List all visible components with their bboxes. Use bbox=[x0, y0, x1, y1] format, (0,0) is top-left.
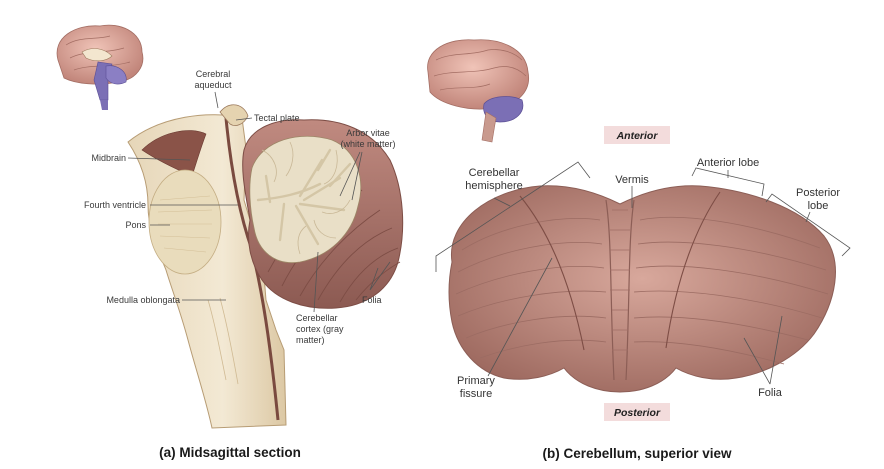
anterior-label: Anterior bbox=[616, 130, 659, 142]
panel-a-leaders bbox=[127, 91, 391, 313]
leader-cerebral-aqueduct bbox=[214, 91, 219, 109]
label-cerebellar-hemisphere-line1: Cerebellar bbox=[469, 167, 520, 179]
thumbnail-brain-b bbox=[427, 39, 529, 143]
label-cerebellar-hemisphere-line2: hemisphere bbox=[465, 180, 522, 192]
label-posterior-lobe-line1: Posterior bbox=[796, 187, 840, 199]
panel-b-superior-view: Anterior Posterior Cerebellar hemisphere… bbox=[427, 39, 851, 461]
label-arbor-vitae-line2: (white matter) bbox=[340, 139, 395, 149]
caption-panel-a: (a) Midsagittal section bbox=[159, 445, 301, 460]
label-cerebral-aqueduct-line2: aqueduct bbox=[194, 80, 232, 90]
leader-arbor-vitae bbox=[339, 151, 363, 201]
posterior-label: Posterior bbox=[614, 407, 661, 419]
label-vermis: Vermis bbox=[615, 174, 649, 186]
label-folia-b: Folia bbox=[758, 387, 783, 399]
leader-folia-a bbox=[369, 261, 391, 291]
label-cerebellar-cortex-line3: matter) bbox=[296, 335, 325, 345]
bracket-anterior-lobe bbox=[691, 167, 765, 197]
anterior-tag: Anterior bbox=[604, 126, 670, 144]
label-primary-fissure-line1: Primary bbox=[457, 375, 495, 387]
leader-midbrain bbox=[127, 157, 191, 161]
bracket-posterior-lobe bbox=[765, 193, 851, 257]
label-cerebellar-cortex-line2: cortex (gray bbox=[296, 324, 344, 334]
panel-a-midsagittal: Cerebral aqueduct Tectal plate Arbor vit… bbox=[56, 24, 404, 460]
label-midbrain: Midbrain bbox=[91, 153, 126, 163]
label-arbor-vitae-line1: Arbor vitae bbox=[346, 128, 390, 138]
leader-tectal-plate bbox=[235, 117, 253, 121]
label-anterior-lobe: Anterior lobe bbox=[697, 157, 759, 169]
panel-b-leaders bbox=[435, 161, 851, 385]
leader-cerebellar-cortex bbox=[313, 251, 319, 313]
cerebellum-section bbox=[242, 119, 404, 309]
label-folia-a: Folia bbox=[362, 295, 382, 305]
leader-posterior-lobe bbox=[805, 211, 811, 223]
label-posterior-lobe-line2: lobe bbox=[808, 200, 829, 212]
label-fourth-ventricle: Fourth ventricle bbox=[84, 200, 146, 210]
leader-cerebellar-hemisphere bbox=[493, 197, 511, 207]
thumbnail-brain-a bbox=[56, 24, 144, 110]
label-pons: Pons bbox=[125, 220, 146, 230]
label-medulla-oblongata: Medulla oblongata bbox=[106, 295, 180, 305]
label-tectal-plate: Tectal plate bbox=[254, 113, 300, 123]
leader-folia-b bbox=[743, 315, 783, 385]
label-cerebral-aqueduct-line1: Cerebral bbox=[196, 69, 231, 79]
bracket-cerebellar-hemisphere bbox=[435, 161, 591, 272]
leader-primary-fissure bbox=[487, 257, 553, 377]
cerebellum-superior bbox=[448, 185, 836, 393]
brainstem-section bbox=[127, 104, 287, 429]
posterior-tag: Posterior bbox=[604, 403, 670, 421]
label-cerebellar-cortex-line1: Cerebellar bbox=[296, 313, 338, 323]
caption-panel-b: (b) Cerebellum, superior view bbox=[542, 446, 732, 461]
label-primary-fissure-line2: fissure bbox=[460, 388, 492, 400]
